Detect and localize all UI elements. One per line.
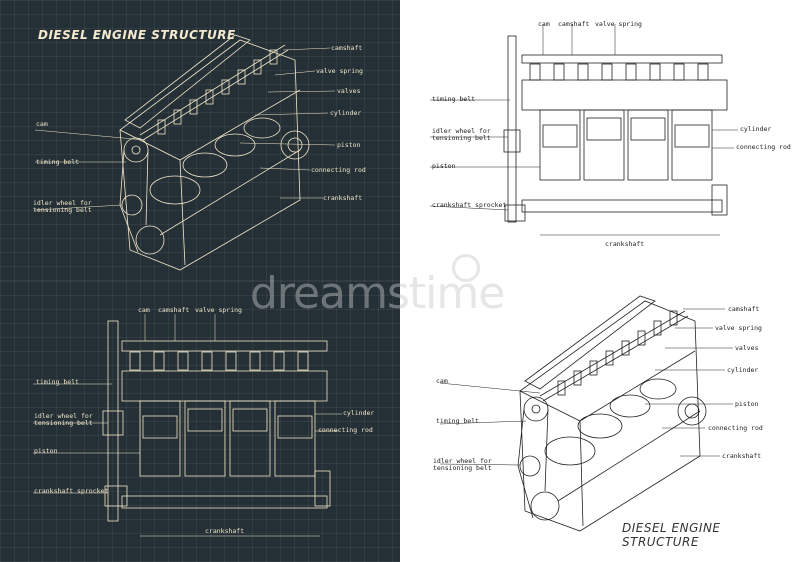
valve-spring-shape — [553, 63, 565, 81]
valve-spring-shape — [177, 351, 189, 371]
label-crankshaft-sprocket: crankshaft sprocket — [34, 487, 109, 495]
valve-spring-shape — [653, 320, 662, 336]
valve-spring-shape — [673, 63, 685, 81]
label-crankshaft-sprocket: crankshaft sprocket — [432, 201, 507, 209]
valve-spring-shape — [637, 330, 646, 346]
label-cylinder: cylinder — [343, 409, 375, 417]
valve-spring-shape — [621, 340, 630, 356]
label-cam: cam — [436, 377, 448, 385]
label-camshaft: camshaft — [331, 44, 363, 52]
valve-spring-shape — [225, 351, 237, 371]
valve-spring-shape — [129, 351, 141, 371]
label-connecting-rod: connecting rod — [318, 426, 373, 434]
valve-spring-shape — [189, 99, 198, 115]
label-crankshaft: crankshaft — [722, 452, 762, 460]
label-valve-spring: valve spring — [595, 20, 642, 28]
panel-isometric-light: camshaft valve spring valves cylinder ca… — [400, 281, 800, 562]
label-timing-belt: timing belt — [36, 158, 80, 166]
label-valve-spring: valve spring — [715, 324, 762, 332]
valve-spring-shape — [249, 351, 261, 371]
diagram-title: DIESEL ENGINE STRUCTURE — [622, 521, 721, 549]
label-piston: piston — [432, 162, 456, 170]
label-valve-spring: valve spring — [316, 67, 363, 75]
valve-spring-shape — [625, 63, 637, 81]
valve-spring-shape — [153, 351, 165, 371]
valve-spring-shape — [173, 109, 182, 125]
label-idler-wheel: idler wheel for tensioning belt — [33, 199, 92, 214]
label-valve-spring: valve spring — [195, 306, 242, 314]
label-cam: cam — [138, 306, 150, 314]
valve-spring-shape — [529, 63, 541, 81]
label-connecting-rod: connecting rod — [311, 166, 366, 174]
valve-spring-shape — [669, 310, 678, 326]
label-timing-belt: timing belt — [432, 95, 476, 103]
engine-front-drawing-dark — [33, 314, 342, 537]
valve-spring-shape — [221, 79, 230, 95]
valve-spring-shape — [157, 119, 166, 135]
label-cam: cam — [36, 120, 48, 128]
label-valves: valves — [735, 344, 759, 352]
panel-isometric-dark: DIESEL ENGINE STRUCTURE — [0, 0, 400, 281]
watermark-logo-icon — [452, 254, 480, 282]
label-cam: cam — [538, 20, 550, 28]
diagram-title: DIESEL ENGINE STRUCTURE — [38, 28, 236, 42]
label-crankshaft: crankshaft — [323, 194, 363, 202]
label-idler-wheel: idler wheel for tensioning belt — [433, 457, 492, 472]
label-timing-belt: timing belt — [436, 417, 480, 425]
label-piston: piston — [337, 141, 361, 149]
valve-spring-shape — [269, 49, 278, 65]
label-valves: valves — [337, 87, 361, 95]
valve-spring-shape — [577, 63, 589, 81]
label-piston: piston — [735, 400, 759, 408]
label-connecting-rod: connecting rod — [736, 143, 791, 151]
label-piston: piston — [34, 447, 58, 455]
label-crankshaft: crankshaft — [605, 240, 645, 248]
valve-spring-shape — [253, 59, 262, 75]
label-cylinder: cylinder — [330, 109, 362, 117]
panel-front-light: cam camshaft valve spring timing belt cy… — [400, 0, 800, 281]
valve-spring-shape — [205, 89, 214, 105]
label-crankshaft: crankshaft — [205, 527, 245, 535]
label-camshaft: camshaft — [158, 306, 190, 314]
label-cylinder: cylinder — [727, 366, 759, 374]
valve-spring-shape — [697, 63, 709, 81]
valve-spring-shape — [557, 380, 566, 396]
label-idler-wheel: idler wheel for tensioning belt — [432, 127, 491, 142]
label-idler-wheel: idler wheel for tensioning belt — [34, 412, 93, 427]
valve-spring-shape — [273, 351, 285, 371]
label-connecting-rod: connecting rod — [708, 424, 763, 432]
label-camshaft: camshaft — [558, 20, 590, 28]
valve-spring-shape — [573, 370, 582, 386]
valve-spring-shape — [201, 351, 213, 371]
label-cylinder: cylinder — [740, 125, 772, 133]
valve-spring-shape — [649, 63, 661, 81]
valve-spring-shape — [237, 69, 246, 85]
valve-spring-shape — [601, 63, 613, 81]
label-timing-belt: timing belt — [36, 378, 80, 386]
valve-spring-shape — [589, 360, 598, 376]
label-camshaft: camshaft — [728, 305, 760, 313]
panel-front-dark: cam camshaft valve spring timing belt cy… — [0, 281, 400, 562]
valve-spring-shape — [297, 351, 309, 371]
engine-front-drawing — [429, 24, 738, 236]
engine-isometric-drawing — [34, 34, 336, 271]
valve-spring-shape — [605, 350, 614, 366]
engine-isometric-drawing-light — [439, 295, 733, 532]
